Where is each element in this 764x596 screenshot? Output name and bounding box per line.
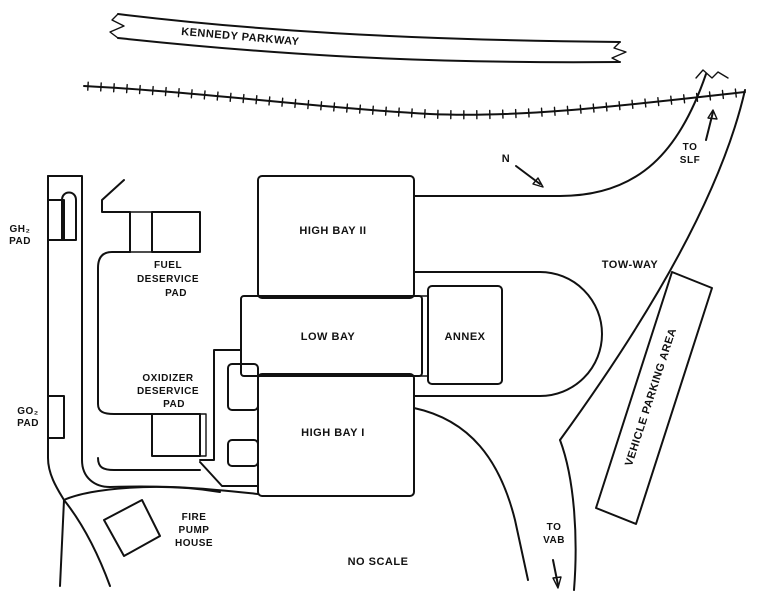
fuel-pad-label-3: PAD xyxy=(165,288,187,299)
rail-tie xyxy=(618,100,621,111)
to-slf-label-1: TO xyxy=(683,142,698,153)
rail-tie xyxy=(255,95,258,105)
fire-pump-label-2: PUMP xyxy=(179,525,210,536)
rail-tie xyxy=(333,102,336,112)
rail-tie xyxy=(631,99,634,110)
rail-tie xyxy=(384,106,387,116)
low-bay: LOW BAY xyxy=(240,295,423,377)
rail-tie xyxy=(566,105,569,115)
low-bay-label: LOW BAY xyxy=(301,331,356,343)
go2-pad-label-1: GO₂ xyxy=(17,406,39,417)
vehicle-parking-area: VEHICLE PARKING AREA xyxy=(595,271,713,525)
rail-tie xyxy=(410,108,413,118)
fuel-pad-label-1: FUEL xyxy=(154,260,182,271)
kennedy-parkway-road: KENNEDY PARKWAY xyxy=(109,13,627,64)
oxidizer-pad-label-2: DESERVICE xyxy=(137,386,199,397)
annex-label: ANNEX xyxy=(444,331,485,343)
rail-tie xyxy=(242,93,245,104)
high-bay-2: HIGH BAY II xyxy=(257,175,415,299)
rail-tie xyxy=(397,107,400,117)
gh2-pad-label-1: GH₂ xyxy=(10,224,31,235)
rail-tie xyxy=(138,84,141,95)
rail-tie xyxy=(358,104,362,114)
rail-tie xyxy=(307,99,310,110)
road-to-slf: TO SLF xyxy=(413,69,746,441)
to-vab-label-2: VAB xyxy=(543,535,565,546)
rail-tie xyxy=(346,103,349,113)
go2-pad-label-2: PAD xyxy=(17,418,39,429)
fuel-pad-label-2: DESERVICE xyxy=(137,274,199,285)
rail-tie xyxy=(151,85,154,96)
rail-tie xyxy=(644,98,647,108)
fire-pump-label-3: HOUSE xyxy=(175,538,213,549)
gh2-pad: GH₂ PAD xyxy=(9,199,65,247)
oxidizer-deservice-pad: OXIDIZER DESERVICE PAD xyxy=(137,373,207,457)
rail-tie xyxy=(112,83,115,93)
oxidizer-pad-label-3: PAD xyxy=(163,399,185,410)
rail-tie xyxy=(268,96,271,106)
oxidizer-pad-label-1: OXIDIZER xyxy=(142,373,194,384)
rail-tie xyxy=(229,92,232,102)
to-slf-label-2: SLF xyxy=(680,155,700,166)
rail-tie xyxy=(177,87,180,98)
gh2-pad-label-2: PAD xyxy=(9,236,31,247)
rail-tie xyxy=(371,105,374,115)
rail-tie xyxy=(592,103,595,113)
fuel-deservice-pad: FUEL DESERVICE PAD xyxy=(129,211,201,299)
north-label: N xyxy=(502,153,510,165)
railroad-track xyxy=(83,81,746,120)
rail-tie xyxy=(281,97,284,107)
arrow-to-slf xyxy=(705,111,714,141)
rail-tie xyxy=(320,101,323,111)
rail-tie xyxy=(294,98,297,109)
rail-tie xyxy=(540,107,543,117)
road-to-vab: TO VAB xyxy=(413,407,577,591)
rail-tie xyxy=(216,91,219,101)
high-bay-1-label: HIGH BAY I xyxy=(301,427,365,439)
rail-tie xyxy=(670,95,673,105)
fire-pump-label-1: FIRE xyxy=(182,512,207,523)
rail-tie xyxy=(682,94,686,104)
to-vab-label-1: TO xyxy=(547,522,562,533)
annex: ANNEX xyxy=(413,285,503,385)
rail-tie xyxy=(190,89,193,99)
rail-tie xyxy=(657,96,660,107)
rail-tie xyxy=(125,83,128,94)
rail-tie xyxy=(579,104,582,114)
rail-tie xyxy=(708,91,712,101)
arrow-to-vab xyxy=(552,559,559,586)
scale-note: NO SCALE xyxy=(348,556,409,568)
rail-tie xyxy=(605,102,608,112)
rail-tie xyxy=(164,86,167,97)
rail-tie xyxy=(734,88,737,98)
high-bay-2-label: HIGH BAY II xyxy=(299,225,366,237)
fire-pump-house: FIRE PUMP HOUSE xyxy=(63,499,213,587)
north-arrow: N xyxy=(502,153,544,188)
annex-apron xyxy=(413,271,603,397)
high-bay-1: HIGH BAY I xyxy=(257,373,415,497)
rail-tie xyxy=(721,89,725,100)
utility-buildings xyxy=(199,349,259,487)
rail-tie xyxy=(203,90,206,100)
tow-way-label: TOW-WAY xyxy=(602,259,659,271)
rail-tie xyxy=(553,106,556,116)
go2-pad: GO₂ PAD xyxy=(17,395,65,439)
